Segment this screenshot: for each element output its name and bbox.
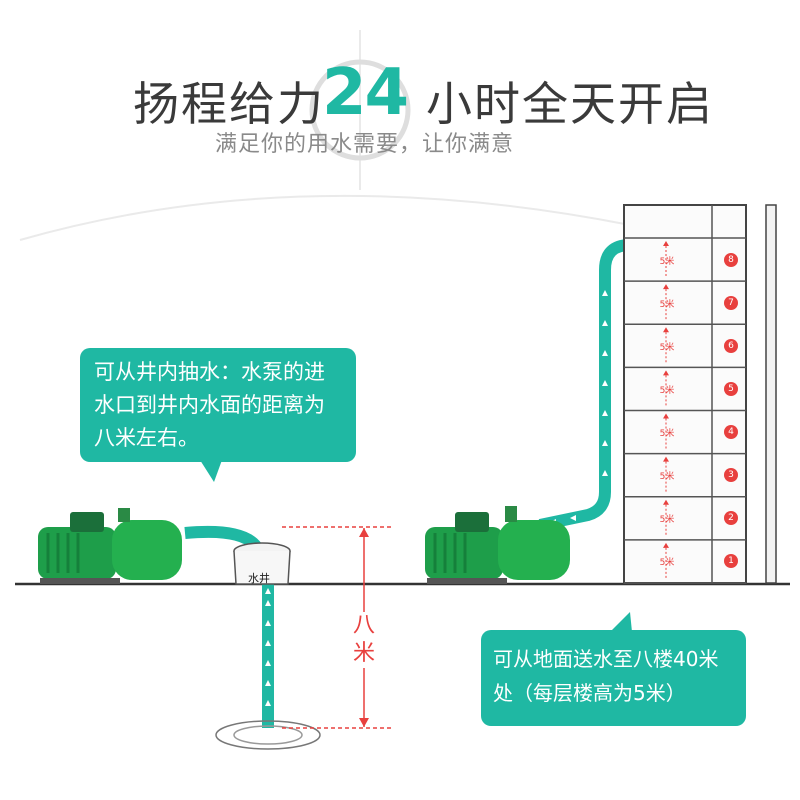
floor-number-badge: 2 [724,511,738,526]
headline-left: 扬程给力 [133,77,325,131]
floor-height-arrow [663,499,669,505]
floor-number-badge: 3 [724,468,738,483]
callout-ground: 可从地面送水至八楼40米处（每层楼高为5米） [481,630,746,726]
floor-height-label: 5米 [659,342,675,353]
floor-height-label: 5米 [659,515,675,526]
floor-number-badge: 1 [724,554,738,569]
floor-number-badge: 8 [724,252,738,267]
floor-height-label: 5米 [659,558,675,569]
floor-number-badge: 6 [724,338,738,353]
floor-height-label: 5米 [659,299,675,310]
floor-height-arrow [663,327,669,333]
floor-height-label: 5米 [659,256,675,267]
well-label: 水井 [248,572,270,585]
floor-height-arrow [663,542,669,548]
floor-height-label: 5米 [659,429,675,440]
callout-well: 可从井内抽水：水泵的进水口到井内水面的距离为八米左右。 [80,348,356,462]
headline-right: 小时全天开启 [426,77,714,131]
floor-number-badge: 5 [724,381,738,396]
floor-height-label: 5米 [659,385,675,396]
headline: 扬程给力 24 小时全天开启 [0,56,800,132]
floor-height-arrow [663,413,669,419]
floor-height-arrow [663,370,669,376]
headline-number: 24 [322,56,409,130]
floor-height-arrow [663,456,669,462]
floor-number-badge: 4 [724,425,738,440]
floor-height-label: 5米 [659,472,675,483]
depth-label: 八米 [352,612,376,668]
subline: 满足你的用水需要，让你满意 [215,132,515,157]
floor-height-arrow [663,241,669,246]
floor-number-badge: 7 [724,295,738,310]
floor-height-arrow [663,284,669,290]
